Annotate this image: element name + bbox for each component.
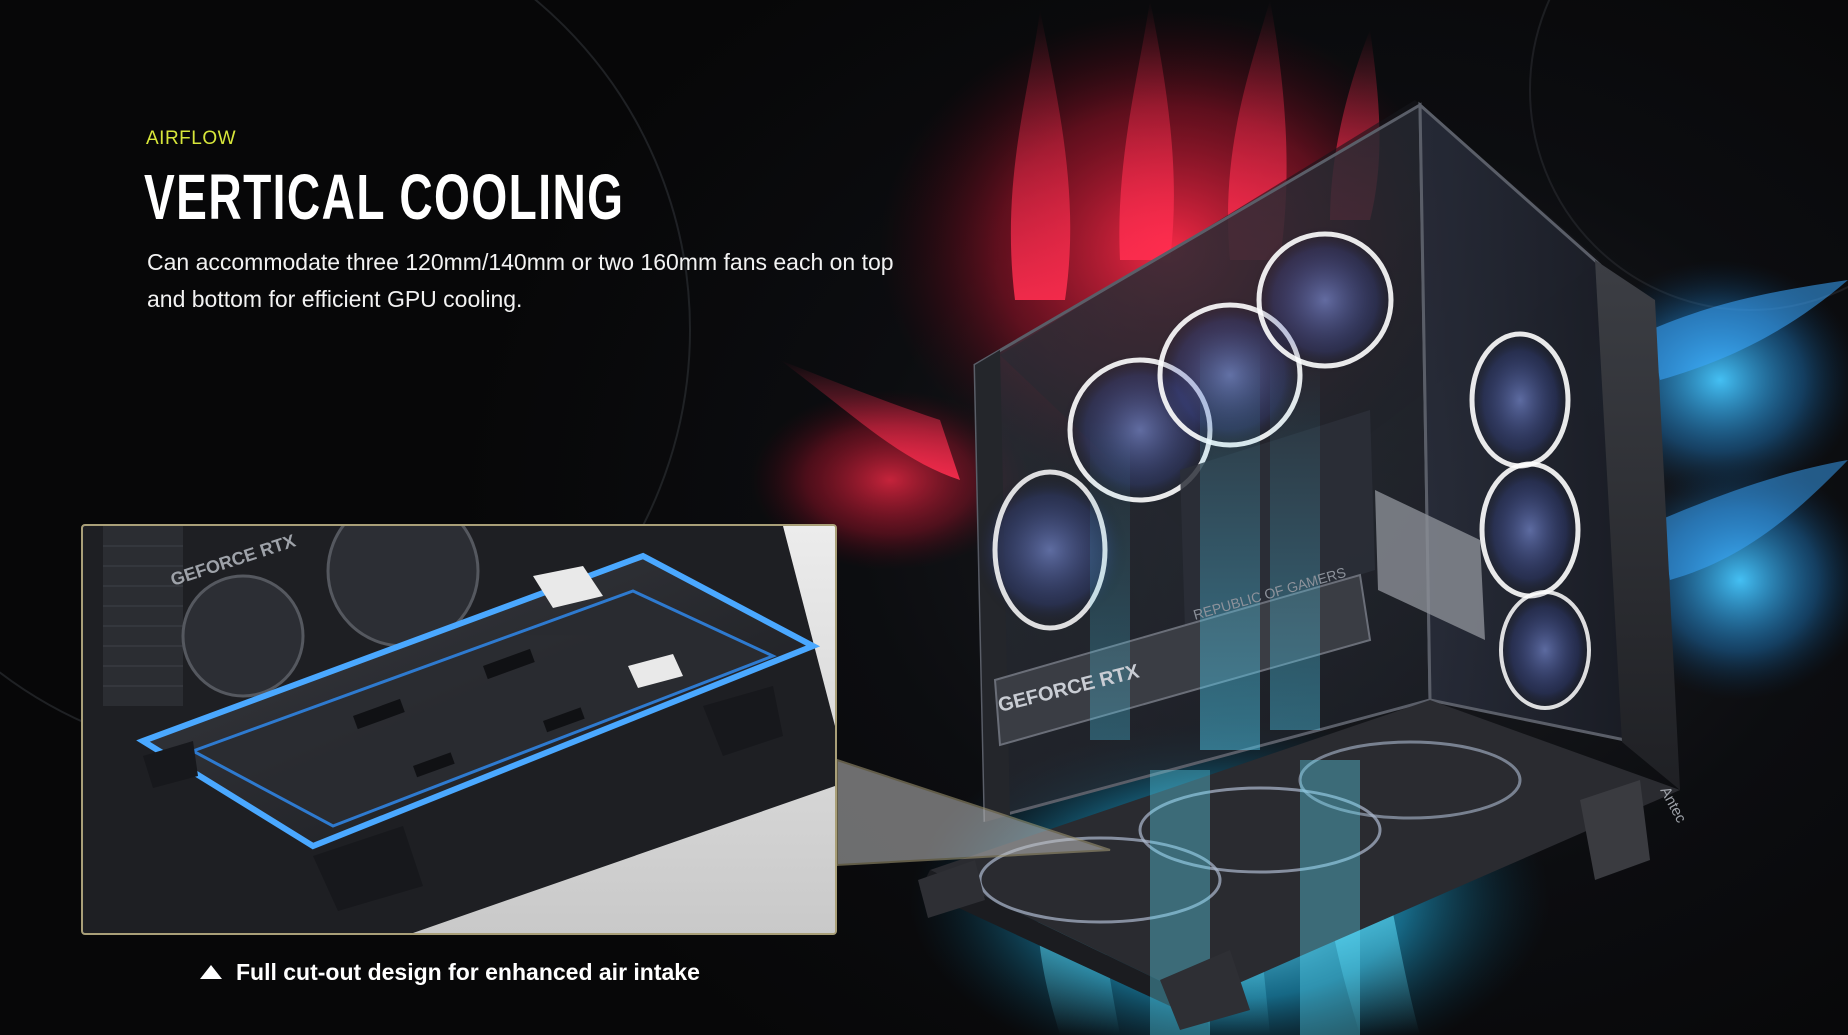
- page-title: VERTICAL COOLING: [144, 161, 625, 233]
- bottom-cutout-detail-image: GEFORCE RTX: [81, 524, 837, 935]
- side-fan-group: [1468, 330, 1593, 712]
- triangle-up-icon: [200, 965, 222, 979]
- section-eyebrow: AIRFLOW: [146, 128, 237, 149]
- bottom-cutout-illustration: GEFORCE RTX: [83, 526, 835, 933]
- inset-caption: Full cut-out design for enhanced air int…: [200, 955, 700, 989]
- case-brand-logo: Antec: [1656, 784, 1689, 826]
- section-description: Can accommodate three 120mm/140mm or two…: [147, 249, 894, 312]
- inset-caption-text: Full cut-out design for enhanced air int…: [236, 958, 700, 985]
